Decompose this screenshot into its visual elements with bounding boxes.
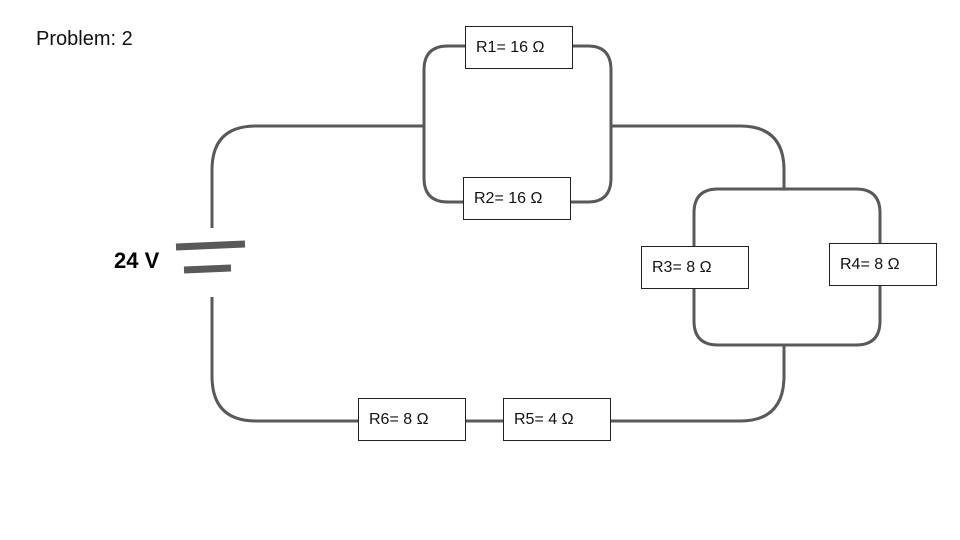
wire-bottom-right — [610, 345, 786, 423]
resistor-r3: R3= 8 Ω — [641, 246, 749, 289]
battery-negative-plate — [183, 264, 232, 274]
wire-bottom-left — [210, 297, 359, 423]
resistor-r4: R4= 8 Ω — [829, 243, 937, 286]
problem-title: Problem: 2 — [36, 28, 133, 50]
battery-positive-plate — [175, 240, 246, 251]
battery-voltage-label: 24 V — [114, 248, 160, 273]
resistor-r6-label: R6= 8 Ω — [369, 410, 429, 428]
resistor-r6: R6= 8 Ω — [358, 398, 466, 441]
resistor-r5-label: R5= 4 Ω — [514, 410, 574, 428]
wire-r1-r2-loop-right — [570, 44, 613, 204]
resistor-r1-label: R1= 16 Ω — [476, 38, 545, 56]
resistor-r5: R5= 4 Ω — [503, 398, 611, 441]
resistor-r3-label: R3= 8 Ω — [652, 258, 712, 276]
wire-top-right — [611, 124, 786, 189]
wire-r1-r2-loop-left — [422, 44, 466, 204]
resistor-r4-label: R4= 8 Ω — [840, 255, 900, 273]
wire-r3-r4-loop-bottom — [692, 285, 882, 347]
resistor-r1: R1= 16 Ω — [465, 26, 573, 69]
wire-r3-r4-loop — [692, 187, 882, 248]
wire-top-left — [210, 124, 424, 228]
resistor-r2: R2= 16 Ω — [463, 177, 571, 220]
resistor-r2-label: R2= 16 Ω — [474, 189, 543, 207]
